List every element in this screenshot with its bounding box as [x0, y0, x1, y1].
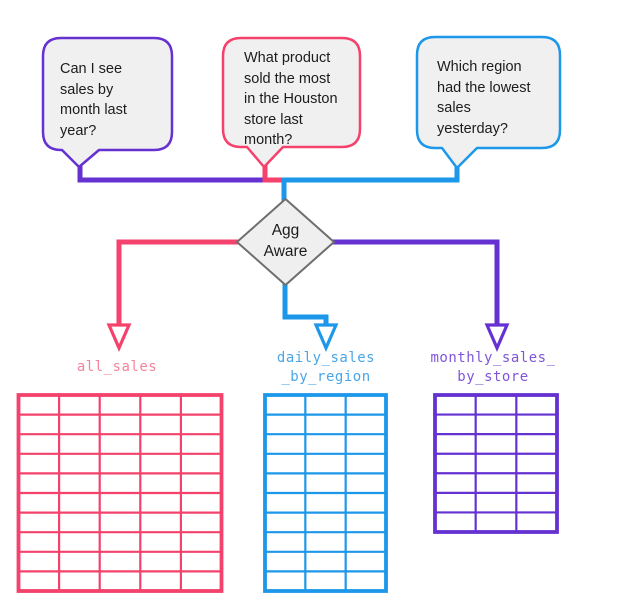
- connector-pink-question: [262, 162, 288, 183]
- table-label-monthly-sales-by-store: monthly_sales_ by_store: [430, 350, 556, 385]
- table-outline: [433, 393, 559, 534]
- question-top-product-text: What product sold the most in the Housto…: [244, 50, 338, 148]
- arrow-down-icon-daily-sales: [313, 323, 339, 353]
- table-label-daily-sales-by-region: daily_sales _by_region: [276, 350, 376, 385]
- decision-diamond: [235, 197, 336, 287]
- table-outline: [263, 393, 388, 593]
- question-monthly-sales-text: Can I see sales by month last year?: [60, 61, 127, 139]
- table-monthly-sales-by-store: [433, 393, 559, 534]
- table-label-all-sales: all_sales: [76, 359, 158, 375]
- decision-label: Agg Aware: [263, 222, 308, 260]
- connector-to-monthly-sales: [332, 239, 500, 329]
- speech-bubble-pink: [221, 36, 362, 169]
- arrow-down-icon-monthly-sales: [484, 323, 510, 353]
- table-outline: [16, 393, 224, 593]
- question-lowest-region-text: Which region had the lowest sales yester…: [437, 59, 531, 137]
- speech-bubble-blue: [415, 35, 562, 170]
- connector-to-daily-sales: [282, 283, 329, 327]
- table-daily-sales-by-region: [263, 393, 388, 593]
- connector-blue-question: [281, 164, 460, 202]
- connector-purple-question: [77, 162, 267, 183]
- table-all-sales: [16, 393, 224, 593]
- speech-bubble-purple: [41, 36, 174, 169]
- connector-to-all-sales: [116, 239, 239, 329]
- arrow-down-icon-all-sales: [106, 323, 132, 353]
